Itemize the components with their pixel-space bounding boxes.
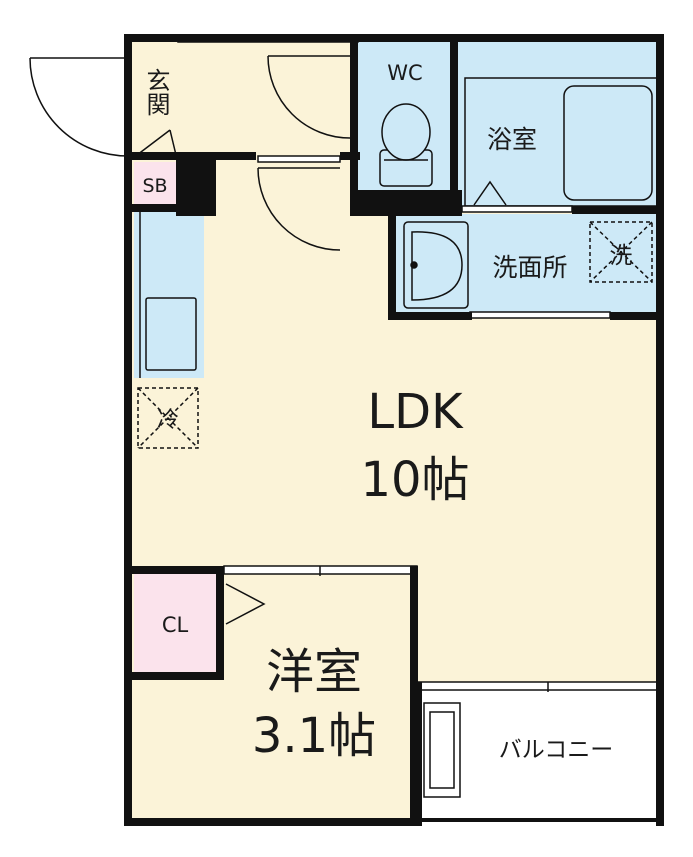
wash-basin [403,221,469,309]
entrance-label: 玄関 [142,68,170,116]
ldk-label: LDK [367,384,464,440]
fridge-label: 冷 [157,408,179,433]
toilet-bowl [381,103,431,161]
walls [124,34,664,826]
fixtures [137,77,658,798]
balcony-label: バルコニー [499,737,614,763]
ac-unit [423,702,461,798]
washer-box [589,221,653,283]
kitchen-counter [134,212,204,378]
entrance-floor [130,38,355,160]
door-swings [29,55,351,251]
bathtub-inner [563,85,653,201]
kitchen-sink [145,297,197,371]
floor-fills [130,38,663,818]
ldk-door-swing [257,167,341,251]
washroom-label: 洗面所 [492,253,567,282]
bathroom-label: 浴室 [487,125,537,154]
corridor-door-swing [267,55,351,139]
labels: 玄関 SB WC 浴室 洗面所 洗 冷 LDK 10帖 CL 洋室 3.1帖 バ… [142,61,633,764]
western-room-label: 洋室 [266,644,362,700]
western-room-size-label: 3.1帖 [252,708,376,764]
ldk-size-label: 10帖 [360,452,469,508]
shoe-box-label: SB [142,175,167,197]
front-door-swing [29,57,129,157]
bathroom-floor [455,38,660,210]
bath-door-mark [473,180,507,206]
closet-door-mark [225,583,266,625]
washer-label: 洗 [610,243,633,269]
closet-fill [134,572,218,672]
closet-label: CL [162,613,189,637]
washroom-floor [395,214,660,316]
fridge-box [137,387,199,449]
toilet-label: WC [387,61,422,85]
shoe-box-fill [134,162,176,204]
